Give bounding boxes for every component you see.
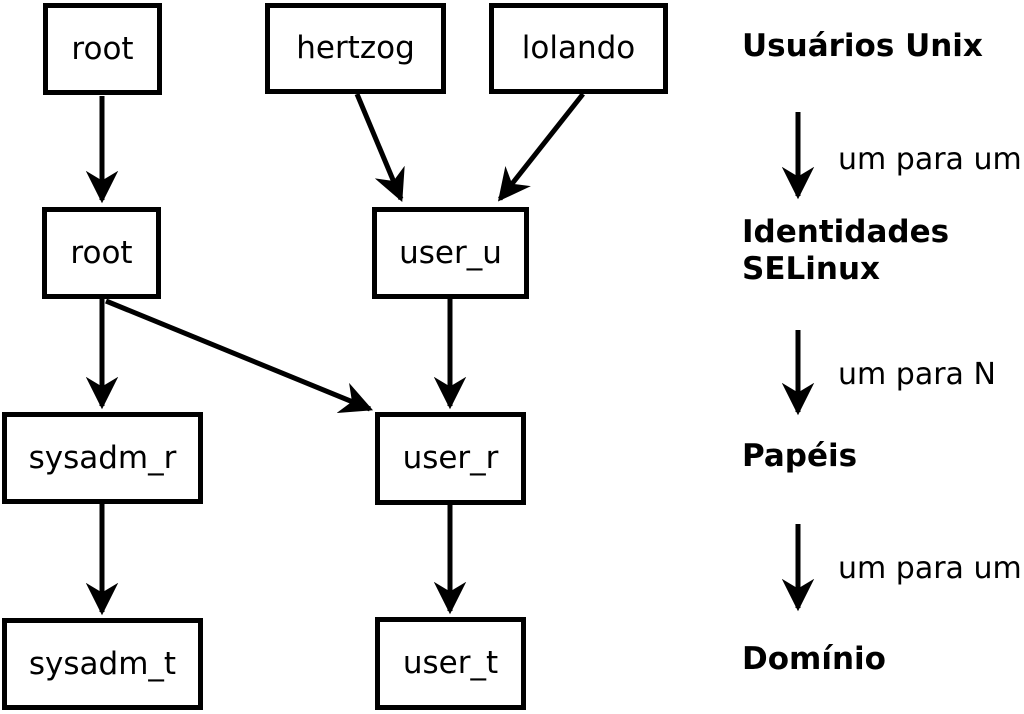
relation-label-one-to-one-2: um para um (838, 551, 1022, 586)
relation-label-one-to-one-1: um para um (838, 142, 1022, 177)
legend-selinux-identities-line1: Identidades (742, 214, 950, 250)
box-root-unix-label: root (71, 30, 134, 67)
box-user-t-label: user_t (402, 645, 499, 681)
box-user-t: user_t (375, 617, 526, 710)
legend-unix-users: Usuários Unix (742, 28, 983, 64)
box-hertzog-label: hertzog (296, 30, 415, 66)
legend-domain: Domínio (742, 641, 886, 677)
box-user-u: user_u (372, 207, 529, 299)
box-sysadm-t: sysadm_t (2, 618, 203, 710)
legend-roles: Papéis (742, 438, 858, 474)
edge-hertzog-to-user-u (354, 93, 405, 202)
box-sysadm-r-label: sysadm_r (28, 439, 177, 476)
relation-label-one-to-n: um para N (838, 357, 996, 392)
box-user-r: user_r (375, 412, 526, 505)
box-lolando: lolando (489, 3, 668, 94)
edge-lolando-to-user-u (497, 92, 585, 202)
box-root-selinux: root (42, 207, 161, 299)
box-sysadm-r: sysadm_r (2, 412, 203, 504)
box-root-selinux-label: root (70, 234, 133, 271)
box-user-u-label: user_u (399, 234, 502, 271)
box-hertzog: hertzog (265, 3, 446, 94)
box-sysadm-t-label: sysadm_t (28, 645, 177, 682)
box-lolando-label: lolando (521, 30, 636, 66)
edge-root-selinux-to-user-r (105, 298, 374, 413)
legend-selinux-identities-line2: SELinux (742, 251, 881, 287)
legend-selinux-identities: Identidades SELinux (742, 214, 949, 288)
box-user-r-label: user_r (402, 440, 499, 476)
box-root-unix: root (43, 3, 162, 95)
